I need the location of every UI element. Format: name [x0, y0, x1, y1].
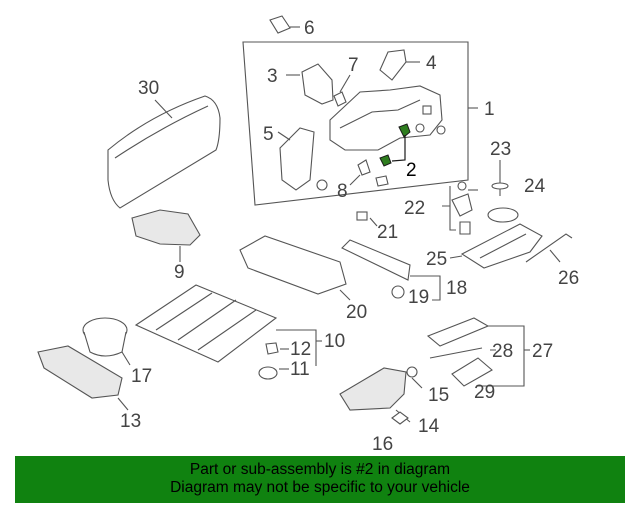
part-8-fastener: [357, 159, 371, 176]
parts-diagram: 1 2 3 4 5 6 7 8 9 10 11 12 13 14 15 16 1…: [37, 15, 579, 455]
callout-21: 21: [377, 222, 398, 243]
callout-6: 6: [304, 18, 315, 39]
part-19-clip: [391, 285, 405, 299]
callout-29: 29: [474, 382, 495, 403]
part-29-tool-bag: [451, 357, 493, 387]
callout-20: 20: [346, 302, 367, 323]
part-6-plug: [269, 15, 291, 34]
part-3-bracket: [301, 63, 334, 105]
part-20-tonneau-cover: [239, 235, 347, 295]
part-30-mat: [107, 95, 221, 209]
part-12-clip: [265, 342, 279, 355]
part-23-bolt: [491, 182, 509, 190]
part-21-clip: [356, 211, 368, 221]
part-5-pillar-trim: [279, 127, 315, 191]
callout-11: 11: [290, 359, 310, 380]
callout-3: 3: [267, 66, 278, 87]
callout-4: 4: [426, 53, 437, 74]
callout-25: 25: [426, 249, 447, 270]
callout-13: 13: [120, 411, 141, 432]
callout-28: 28: [492, 341, 513, 362]
callout-26: 26: [558, 268, 579, 289]
part-15-plug: [406, 366, 418, 378]
part-9-tray: [131, 209, 201, 246]
callout-22: 22: [404, 198, 425, 219]
part-1-quarter-trim: [329, 85, 443, 151]
footer-banner: Part or sub-assembly is #2 in diagram Di…: [15, 456, 625, 503]
callout-2: 2: [406, 160, 417, 181]
callout-16: 16: [372, 434, 393, 455]
part-11-hook: [258, 366, 278, 380]
callout-10: 10: [324, 331, 345, 352]
part-22-bracket: [451, 193, 473, 217]
panel-group-box: [242, 41, 469, 206]
callout-23: 23: [490, 139, 511, 160]
callout-30: 30: [138, 78, 159, 99]
footer-line-2: Diagram may not be specific to your vehi…: [170, 479, 470, 496]
callout-27: 27: [532, 341, 553, 362]
callout-19: 19: [408, 287, 429, 308]
callout-14: 14: [418, 416, 440, 437]
callout-18: 18: [446, 278, 467, 299]
callout-15: 15: [428, 385, 449, 406]
part-18-sill: [341, 239, 411, 281]
part-13-storage: [37, 345, 123, 399]
callout-12: 12: [290, 339, 311, 360]
callout-7: 7: [348, 55, 359, 76]
footer-line-1: Part or sub-assembly is #2 in diagram: [189, 461, 451, 478]
part-26-handle: [525, 233, 573, 263]
callout-5: 5: [263, 124, 274, 145]
part-14-side-panel: [339, 367, 407, 411]
part-2-clip: [379, 123, 411, 167]
callout-8: 8: [337, 181, 348, 202]
part-4-cover: [379, 49, 407, 81]
callout-1: 1: [484, 99, 495, 120]
part-7-clip: [333, 91, 347, 107]
part-10-floor-board: [134, 284, 278, 363]
part-24-pad: [487, 207, 519, 223]
part-28-tool: [426, 317, 490, 347]
callout-17: 17: [131, 366, 152, 387]
callout-9: 9: [174, 262, 185, 283]
callout-24: 24: [524, 176, 546, 197]
part-16-clip: [391, 411, 409, 425]
